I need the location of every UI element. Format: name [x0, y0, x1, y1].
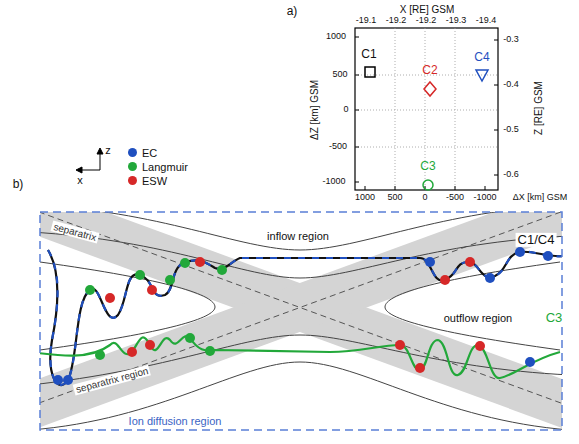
tick-label: 500	[387, 193, 402, 203]
legend-text: EC	[142, 147, 157, 159]
tick-label: -19.1	[356, 16, 377, 26]
tick-label: -1000	[473, 193, 496, 203]
legend-text: ESW	[142, 175, 167, 187]
region-label: Ion diffusion region	[127, 415, 224, 427]
tick-label: -0.6	[503, 170, 519, 180]
tick-label: -1000	[322, 177, 345, 187]
axis-label: ΔZ [km] GSM	[309, 80, 320, 140]
legend-swatch	[128, 176, 137, 185]
spacecraft-label: C4	[474, 51, 489, 64]
tick-label: -500	[329, 142, 347, 152]
legend-swatch	[128, 148, 137, 157]
tick-label: 0	[343, 105, 348, 115]
tick-label: -19.3	[446, 16, 467, 26]
tick-label: -0.3	[503, 35, 519, 45]
spacecraft-label: C3	[420, 160, 435, 173]
region-label: inflow region	[265, 230, 331, 242]
trajectory-label: C3	[544, 311, 565, 325]
panel-label: b)	[13, 178, 24, 191]
region-label: outflow region	[442, 312, 515, 324]
axis-letter: z	[105, 144, 111, 156]
panel-label: a)	[287, 5, 298, 18]
legend-text: Langmuir	[142, 161, 188, 173]
spacecraft-label: C2	[422, 64, 437, 77]
tick-label: -0.4	[503, 80, 519, 90]
axis-label: ΔX [km] GSM	[513, 193, 568, 203]
tick-label: 500	[332, 70, 347, 80]
trajectory-label: C1/C4	[516, 233, 557, 247]
ion-diffusion-box	[40, 212, 562, 430]
tick-label: -19.4	[476, 16, 497, 26]
axis-letter: x	[77, 174, 83, 186]
tick-label: 0	[422, 193, 427, 203]
tick-label: -500	[446, 193, 464, 203]
legend-swatch	[128, 162, 137, 171]
axis-label: Z [RE] GSM	[533, 81, 544, 135]
axis-icon	[76, 148, 103, 173]
tick-label: 1000	[326, 32, 346, 42]
tick-label: -0.5	[503, 125, 519, 135]
reconnection-sketch	[40, 212, 562, 430]
spacecraft-label: C1	[361, 48, 376, 61]
tick-label: 1000	[355, 193, 375, 203]
spacecraft-plot	[355, 28, 498, 190]
axis-label: X [RE] GSM	[400, 4, 454, 15]
tick-label: -19.2	[386, 16, 407, 26]
tick-label: -19.2	[416, 16, 437, 26]
